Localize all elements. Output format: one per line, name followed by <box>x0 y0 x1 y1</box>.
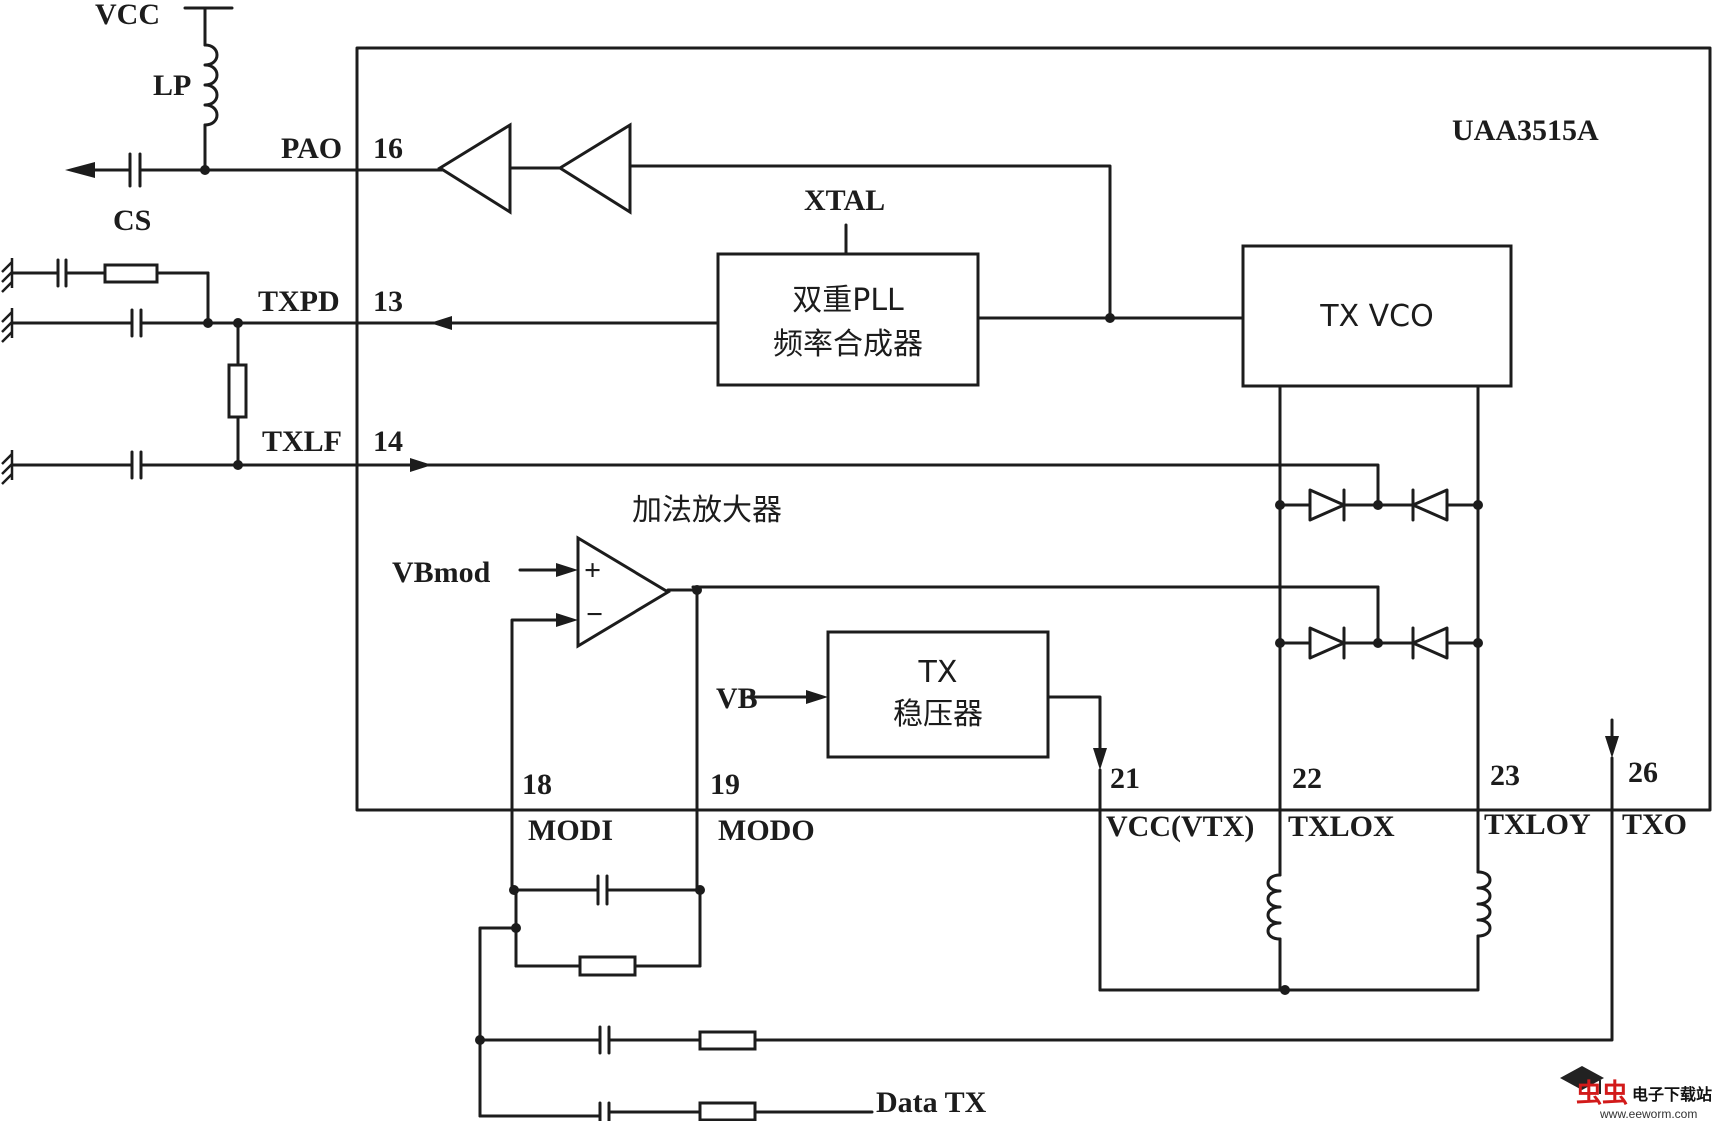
inductor-txloy <box>1476 870 1492 938</box>
watermark-url: www.eeworm.com <box>1599 1107 1697 1121</box>
pin-modi-num: 18 <box>522 768 552 801</box>
inductor-lp <box>203 43 219 127</box>
chip-name: UAA3515A <box>1452 114 1599 147</box>
lp-label: LP <box>153 69 191 102</box>
pin-txlf-name: TXLF <box>262 425 342 458</box>
pin-txpd-num: 13 <box>373 285 403 318</box>
pin-txloy-num: 23 <box>1490 759 1520 792</box>
pin-txloy-name: TXLOY <box>1484 808 1591 841</box>
pll-label-2: 频率合成器 <box>773 327 923 362</box>
inductor-txlox <box>1266 873 1282 941</box>
ground-networks <box>1 258 1377 485</box>
pa-amplifier-2 <box>557 122 632 215</box>
output-arrow <box>65 162 95 178</box>
pin-txpd-name: TXPD <box>258 285 340 318</box>
tx-regulator-block <box>826 630 1050 759</box>
feedback-network <box>478 874 705 1118</box>
graduation-cap-icon <box>1560 1066 1604 1090</box>
varactor-pair-1 <box>1275 463 1483 522</box>
xtal-label: XTAL <box>804 184 885 217</box>
pin-vcc-vtx-num: 21 <box>1110 762 1140 795</box>
vcc-label: VCC <box>95 0 160 31</box>
vbmod-label: VBmod <box>392 556 491 589</box>
pin-pao-num: 16 <box>373 132 403 165</box>
tx-vco-block <box>1241 244 1513 388</box>
pin-vcc-vtx-name: VCC(VTX) <box>1106 810 1254 843</box>
watermark-site-name: 电子下载站 <box>1632 1085 1712 1104</box>
pin-pao-name: PAO <box>281 132 342 165</box>
reg-label-1: TX <box>918 655 958 690</box>
watermark-brand: 虫虫 <box>1576 1079 1628 1109</box>
pa-amplifier-1 <box>437 122 512 215</box>
pll-synthesizer-block <box>716 252 980 387</box>
varactor-pair-2 <box>691 585 1483 660</box>
pin-modo-num: 19 <box>710 768 740 801</box>
pin-modi-name: MODI <box>528 814 613 847</box>
pin-txlox-name: TXLOX <box>1288 810 1395 843</box>
reg-label-2: 稳压器 <box>893 697 983 732</box>
pao-net <box>65 152 444 188</box>
cs-label: CS <box>113 204 151 237</box>
pll-label-1: 双重PLL <box>792 283 904 318</box>
data-input-network <box>475 1025 1614 1121</box>
pin-txlf-num: 14 <box>373 425 403 458</box>
pin-txo-name: TXO <box>1622 808 1687 841</box>
plus-sign: + <box>584 554 601 587</box>
pin-modo-name: MODO <box>718 814 815 847</box>
minus-sign: − <box>586 598 603 631</box>
vcc-supply <box>183 6 234 172</box>
data-tx-label: Data TX <box>876 1086 987 1119</box>
vb-label: VB <box>716 682 758 715</box>
txvco-label: TX VCO <box>1319 299 1434 334</box>
watermark-logo: 虫虫 电子下载站 www.eeworm.com <box>1560 1066 1712 1121</box>
pin-txo-num: 26 <box>1628 756 1658 789</box>
chip-outline <box>355 46 1712 812</box>
pin-txlox-num: 22 <box>1292 762 1322 795</box>
summing-amplifier <box>576 535 671 649</box>
summing-amp-label: 加法放大器 <box>632 493 782 528</box>
